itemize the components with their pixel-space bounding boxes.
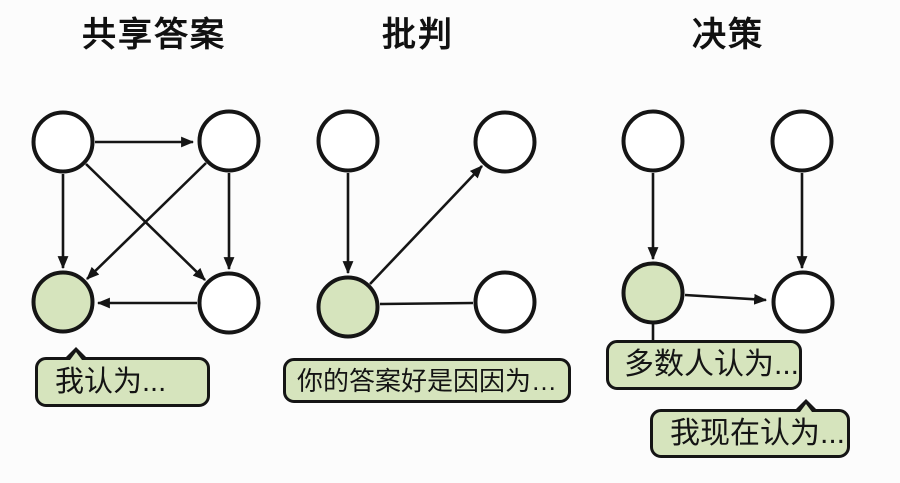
panel-title-share-answers: 共享答案: [82, 16, 226, 54]
panel-title-decision: 决策: [692, 16, 764, 54]
edge-critique-bl-tr: [369, 165, 483, 285]
node-share-top-left: [31, 110, 95, 174]
speech-bubble-decision-majority-text: 多数人认为...: [624, 348, 800, 381]
node-share-bottom-right: [197, 271, 261, 335]
node-decision-bottom-left-highlighted: [621, 261, 685, 325]
edge-critique-bl-br: [379, 301, 474, 306]
speech-bubble-critique-text: 你的答案好是因因为…: [296, 365, 557, 396]
edge-share-tr-bl: [86, 162, 207, 280]
speech-bubble-decision-majority: 多数人认为...: [606, 340, 802, 390]
node-critique-bottom-left-highlighted: [316, 275, 380, 339]
node-decision-bottom-right: [771, 270, 835, 334]
speech-bubble-decision-now: 我现在认为...: [650, 399, 850, 458]
node-critique-top-left: [316, 109, 380, 173]
edge-decision-bl-br: [684, 293, 768, 305]
node-critique-bottom-right: [473, 270, 537, 334]
graph-share-answers: [31, 109, 261, 335]
node-critique-top-right: [473, 110, 537, 174]
speech-bubble-critique: 你的答案好是因因为…: [283, 358, 571, 403]
graph-critique: [316, 109, 537, 339]
node-decision-top-left: [621, 109, 685, 173]
node-decision-top-right: [770, 109, 834, 173]
speech-bubble-decision-now-text: 我现在认为...: [670, 416, 846, 450]
graph-decision: [621, 109, 835, 341]
panel-title-critique: 批判: [382, 16, 454, 54]
node-share-bottom-left-highlighted: [31, 270, 95, 334]
node-share-top-right: [197, 109, 261, 173]
speech-bubble-share: 我认为...: [35, 347, 210, 407]
speech-bubble-share-text: 我认为...: [55, 365, 167, 398]
